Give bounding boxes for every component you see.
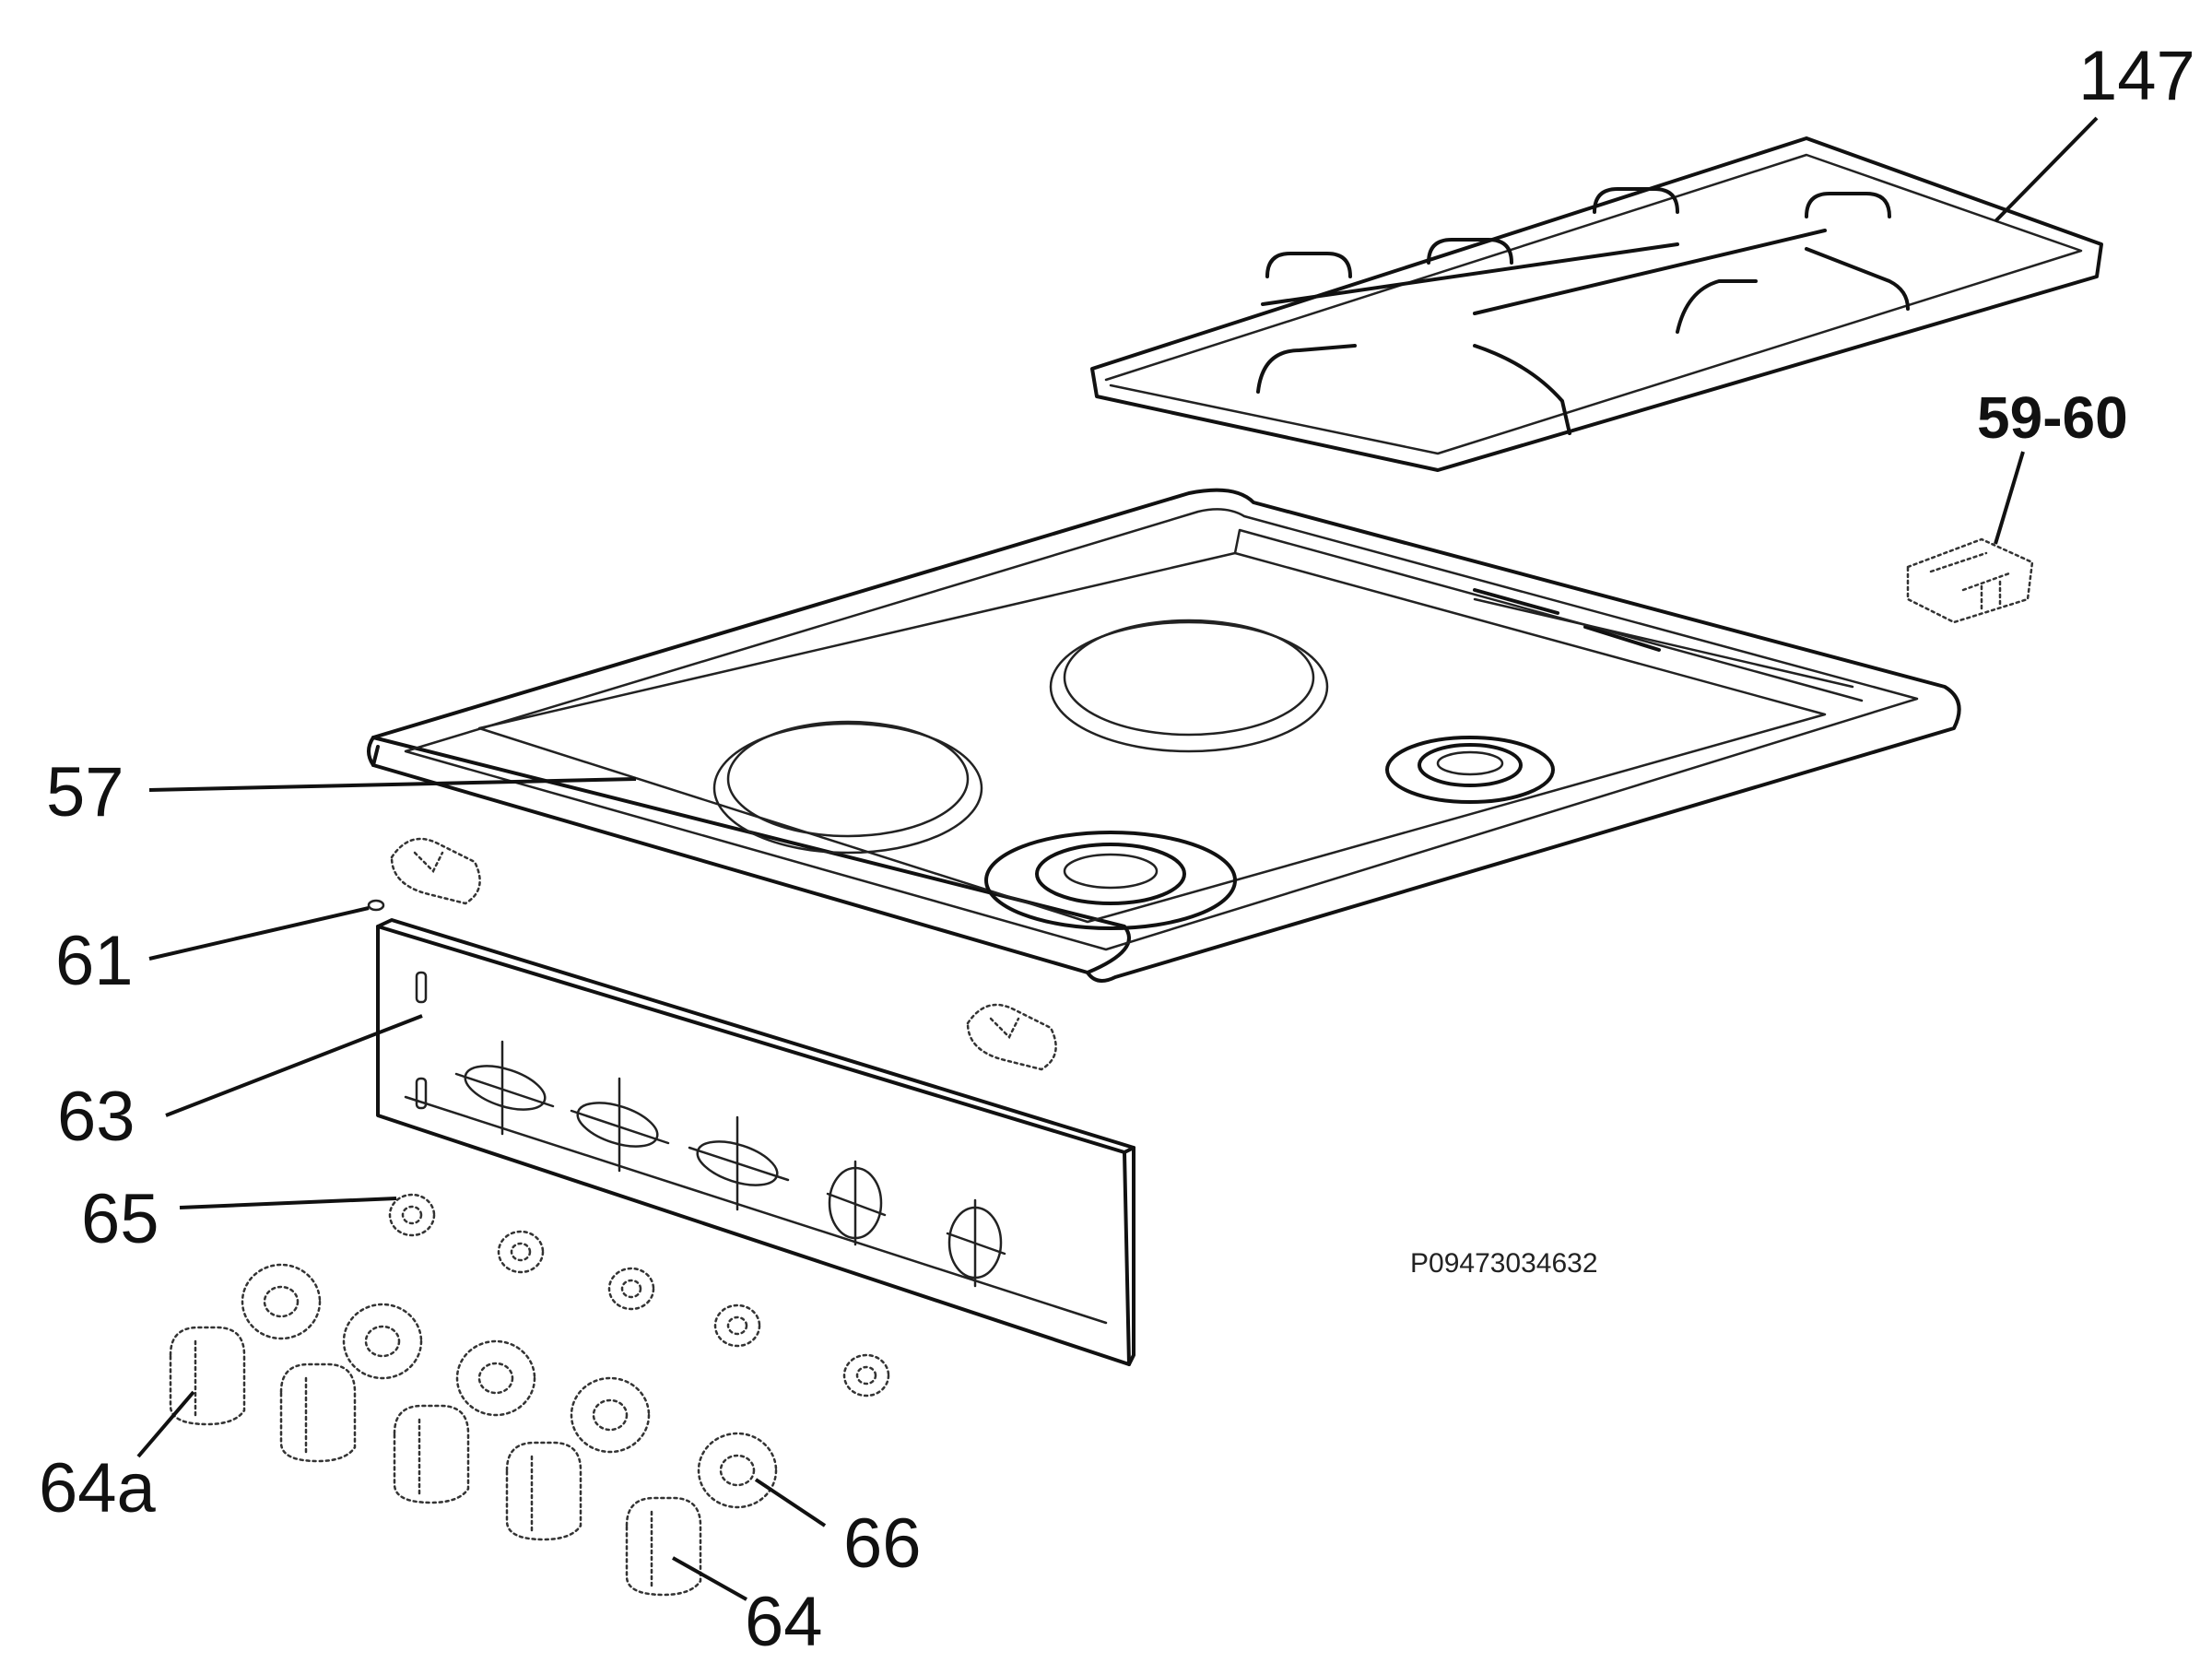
pan-support-grid	[1090, 136, 2103, 472]
part-59-60-connector	[1906, 537, 2034, 624]
hob-top	[367, 488, 1961, 983]
callout-57: 57	[46, 753, 124, 832]
hinge-bracket-right	[966, 1003, 1057, 1071]
part-61-ring	[367, 899, 385, 912]
spindle-bushes	[388, 1193, 890, 1398]
drawing-code: P09473034632	[1410, 1248, 1598, 1279]
leader-lines	[136, 116, 2099, 1601]
callout-64a: 64a	[39, 1449, 157, 1527]
control-panel-fascia	[376, 918, 1135, 1366]
callout-63: 63	[57, 1078, 135, 1156]
callout-64: 64	[745, 1583, 823, 1661]
callout-59-60: 59-60	[1977, 384, 2128, 451]
knob-discs	[241, 1263, 778, 1509]
callout-147: 147	[2078, 37, 2195, 115]
callout-66: 66	[843, 1504, 922, 1583]
control-knobs	[169, 1326, 702, 1597]
hinge-bracket-left	[390, 837, 481, 905]
callout-61: 61	[55, 922, 134, 1000]
callout-65: 65	[81, 1180, 159, 1258]
